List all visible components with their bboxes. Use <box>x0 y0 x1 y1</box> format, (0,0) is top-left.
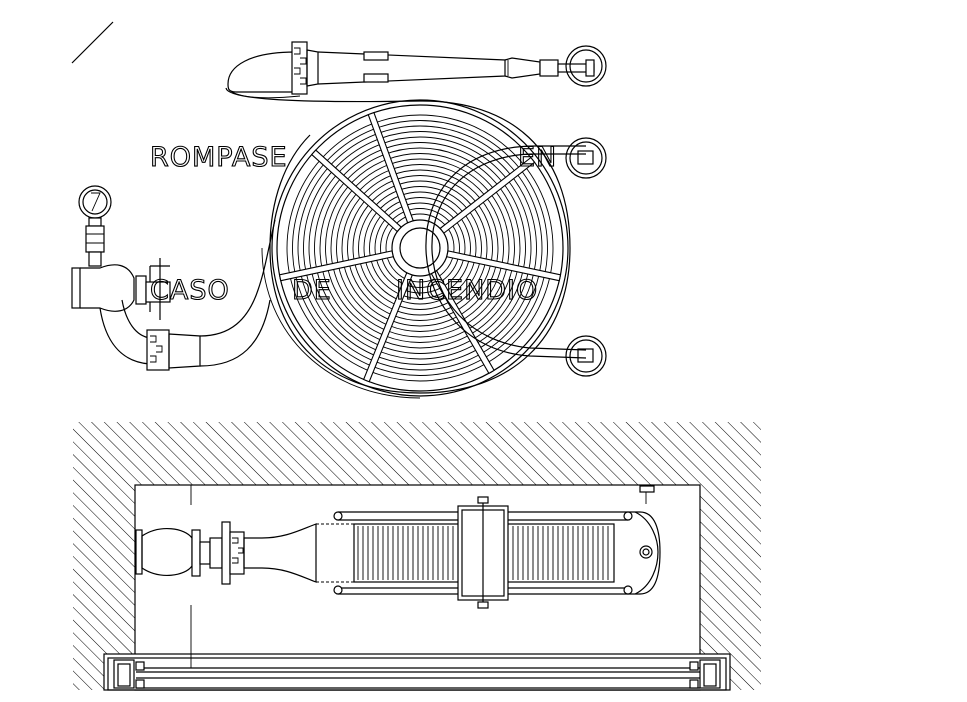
reel-rim-inner <box>276 104 564 392</box>
hose-coil-ring <box>297 125 543 371</box>
reel-spoke <box>446 250 562 282</box>
reel-support-arm-outer <box>425 145 587 359</box>
hose-coils <box>286 114 554 382</box>
reel-support-arm <box>431 153 587 351</box>
reel-spoke <box>310 149 402 233</box>
hose-coil-ring <box>303 131 537 365</box>
hose-coil-ring <box>363 191 477 305</box>
sign-word-rompase: ROMPASE <box>150 142 288 173</box>
reel-spoke <box>367 111 414 224</box>
hose-coil-ring <box>319 147 521 349</box>
hose-nozzle <box>227 41 595 99</box>
sign-word-de: DE <box>292 275 332 306</box>
hose-coil-ring <box>341 169 499 327</box>
hose-coil-ring <box>352 180 488 316</box>
hose-coil-ring <box>374 202 466 294</box>
reel-spokes <box>278 111 562 383</box>
front-elevation: ROMPASE EN CASO DE INCENDIO <box>71 21 607 399</box>
bracket-knob-middle <box>565 137 607 179</box>
hose-coil-ring <box>358 186 482 310</box>
outer-hose-wrap-inner <box>261 247 421 399</box>
hose-coil-ring <box>336 164 504 332</box>
reel-rim-outer <box>271 99 569 397</box>
bracket-knob-top <box>565 45 607 87</box>
reel-spoke <box>439 156 536 234</box>
reel-spoke <box>278 250 394 282</box>
bracket-knob-bottom <box>565 335 607 377</box>
hose-coil-ring <box>292 120 548 376</box>
hose-coil-ring <box>314 142 526 354</box>
hose-coil-ring <box>369 197 471 299</box>
hose-coil-ring <box>385 213 455 283</box>
corner-mark <box>71 21 114 64</box>
cabinet-door-frame <box>103 653 731 691</box>
reel-hub-inner <box>399 227 441 269</box>
plan-valve <box>135 521 355 585</box>
hose-coil-ring <box>308 136 532 360</box>
plan-reel <box>333 485 661 609</box>
plan-view <box>73 422 761 691</box>
hose-coil-ring <box>325 153 515 343</box>
hose-coil-ring <box>330 158 510 338</box>
hose-coil-ring <box>347 175 493 321</box>
sign-word-caso: CASO <box>150 275 230 306</box>
pressure-gauge <box>78 185 112 267</box>
reel-spoke <box>362 272 414 383</box>
outer-hose-wrap <box>225 87 571 394</box>
hose-coil-ring <box>380 208 460 288</box>
valve-assembly <box>71 219 276 371</box>
hose-coil-ring <box>286 114 554 382</box>
sign-word-en: EN <box>518 142 557 173</box>
sign-word-incendio: INCENDIO <box>396 275 538 306</box>
